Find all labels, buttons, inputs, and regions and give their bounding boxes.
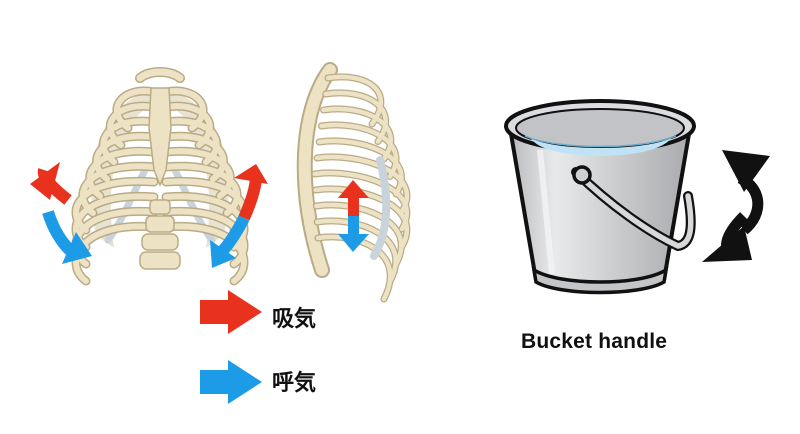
front-right-motion-arrows bbox=[210, 164, 268, 268]
side-motion-arrow bbox=[338, 180, 369, 252]
bucket-illustration bbox=[504, 99, 696, 295]
bucket-handle-caption: Bucket handle bbox=[521, 330, 668, 353]
legend-inhale-label: 吸気 bbox=[272, 307, 317, 332]
side-rib-highlight bbox=[325, 74, 384, 127]
legend-exhale-label: 呼気 bbox=[272, 371, 317, 396]
legend-inhale-arrow bbox=[200, 290, 262, 334]
side-rib-highlight bbox=[321, 106, 393, 162]
side-rib-highlight bbox=[314, 202, 404, 267]
front-rib-right-highlight bbox=[163, 223, 247, 284]
side-rib-highlight bbox=[323, 90, 388, 144]
side-rib-highlight bbox=[314, 218, 398, 284]
ribcage-side-illustration bbox=[296, 62, 411, 303]
front-left-motion-arrows bbox=[30, 162, 92, 264]
rotation-arrow-icon bbox=[702, 150, 770, 262]
legend-exhale-arrow bbox=[200, 360, 262, 404]
